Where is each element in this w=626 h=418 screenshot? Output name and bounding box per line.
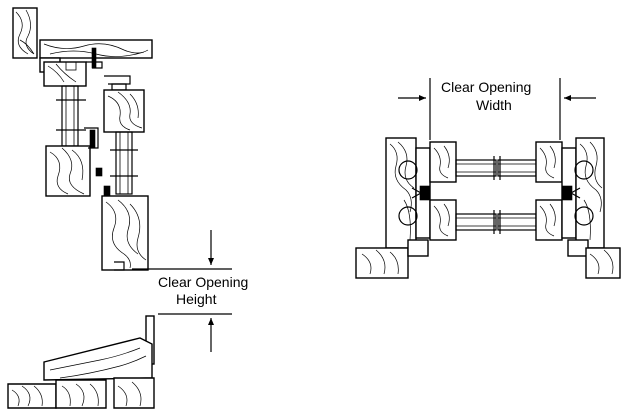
height-label-line2: Height [176, 291, 217, 307]
sill [7, 315, 155, 409]
width-label-line2: Width [476, 97, 512, 113]
horizontal-section: Clear Opening Width [355, 78, 621, 279]
vertical-section: Clear Opening Height [7, 7, 248, 409]
left-sashes [429, 141, 497, 241]
lower-sash [101, 75, 149, 271]
height-label-line1: Clear Opening [158, 274, 248, 290]
width-label-line1: Clear Opening [441, 79, 531, 95]
upper-sash [43, 61, 103, 197]
left-jamb [385, 137, 431, 249]
height-dimension: Clear Opening Height [132, 230, 248, 352]
right-sashes [493, 141, 563, 241]
width-dimension: Clear Opening Width [398, 78, 596, 140]
right-jamb [561, 137, 605, 249]
right-sill [355, 239, 621, 279]
